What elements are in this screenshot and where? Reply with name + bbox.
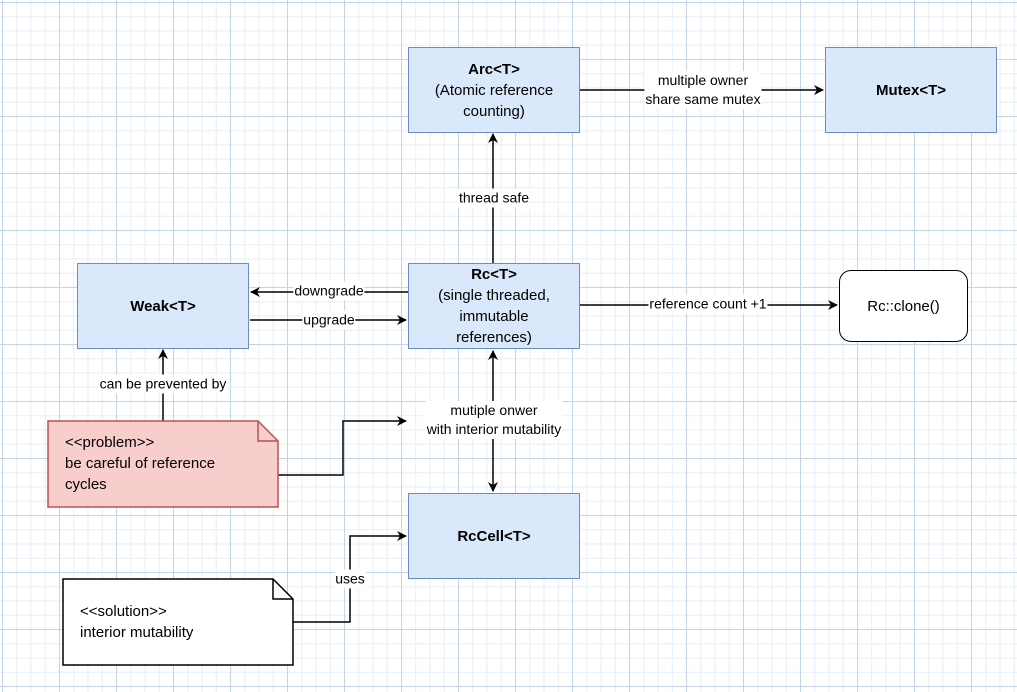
rc-node-desc-line2: immutable — [459, 308, 529, 325]
weak-node-title: Weak<T> — [130, 297, 196, 315]
problem-note-shape — [47, 420, 279, 508]
rc-clone-node-title: Rc::clone() — [867, 297, 940, 315]
edge-label-arc-mutex-line2: share same mutex — [645, 91, 761, 107]
problem-note[interactable]: <<problem>> be careful of reference cycl… — [65, 432, 265, 495]
edge-label-arc-mutex: multiple owner share same mutex — [644, 71, 762, 109]
edge-label-multiple-owner-interior: mutiple onwer with interior mutability — [425, 401, 563, 439]
rccell-node[interactable]: RcCell<T> — [408, 493, 580, 579]
edge-label-multiple-owner-line2: with interior mutability — [426, 421, 562, 437]
problem-note-fold — [257, 421, 278, 442]
mutex-node[interactable]: Mutex<T> — [825, 47, 997, 133]
solution-note-shape — [62, 578, 294, 666]
edge-label-reference-count: reference count +1 — [648, 294, 768, 314]
edge-label-downgrade: downgrade — [293, 281, 365, 301]
solution-note-line2: interior mutability — [80, 624, 194, 641]
problem-note-stereotype: <<problem>> — [65, 434, 155, 451]
edge-label-upgrade: upgrade — [302, 310, 356, 330]
problem-note-line3: cycles — [65, 476, 107, 493]
solution-note-fold — [272, 579, 293, 600]
arc-node-title: Arc<T> — [468, 60, 520, 78]
mutex-node-title: Mutex<T> — [875, 81, 947, 99]
arc-node[interactable]: Arc<T> (Atomic reference counting) — [408, 47, 580, 133]
solution-note-stereotype: <<solution>> — [80, 603, 167, 620]
rccell-node-title: RcCell<T> — [457, 527, 531, 545]
rc-node-desc-line3: references) — [456, 329, 532, 346]
edge-label-thread-safe: thread safe — [457, 188, 531, 208]
rc-clone-node[interactable]: Rc::clone() — [839, 270, 968, 342]
solution-note[interactable]: <<solution>> interior mutability — [80, 601, 280, 643]
edge-label-multiple-owner-line1: mutiple onwer — [450, 402, 538, 418]
arc-node-desc-line1: (Atomic reference — [434, 81, 554, 99]
edge-label-can-be-prevented: can be prevented by — [98, 374, 228, 394]
rc-node-desc-line1: (single threaded, — [438, 287, 550, 304]
rc-node-title: Rc<T> — [471, 266, 517, 283]
edge-problem-to-rc-link[interactable] — [278, 416, 407, 476]
edge-label-arc-mutex-line1: multiple owner — [657, 72, 749, 88]
weak-node[interactable]: Weak<T> — [77, 263, 249, 349]
arc-node-desc-line2: counting) — [463, 102, 525, 120]
edge-label-uses: uses — [334, 569, 366, 589]
rc-node[interactable]: Rc<T> (single threaded, immutable refere… — [408, 263, 580, 349]
problem-note-line2: be careful of reference — [65, 455, 216, 472]
